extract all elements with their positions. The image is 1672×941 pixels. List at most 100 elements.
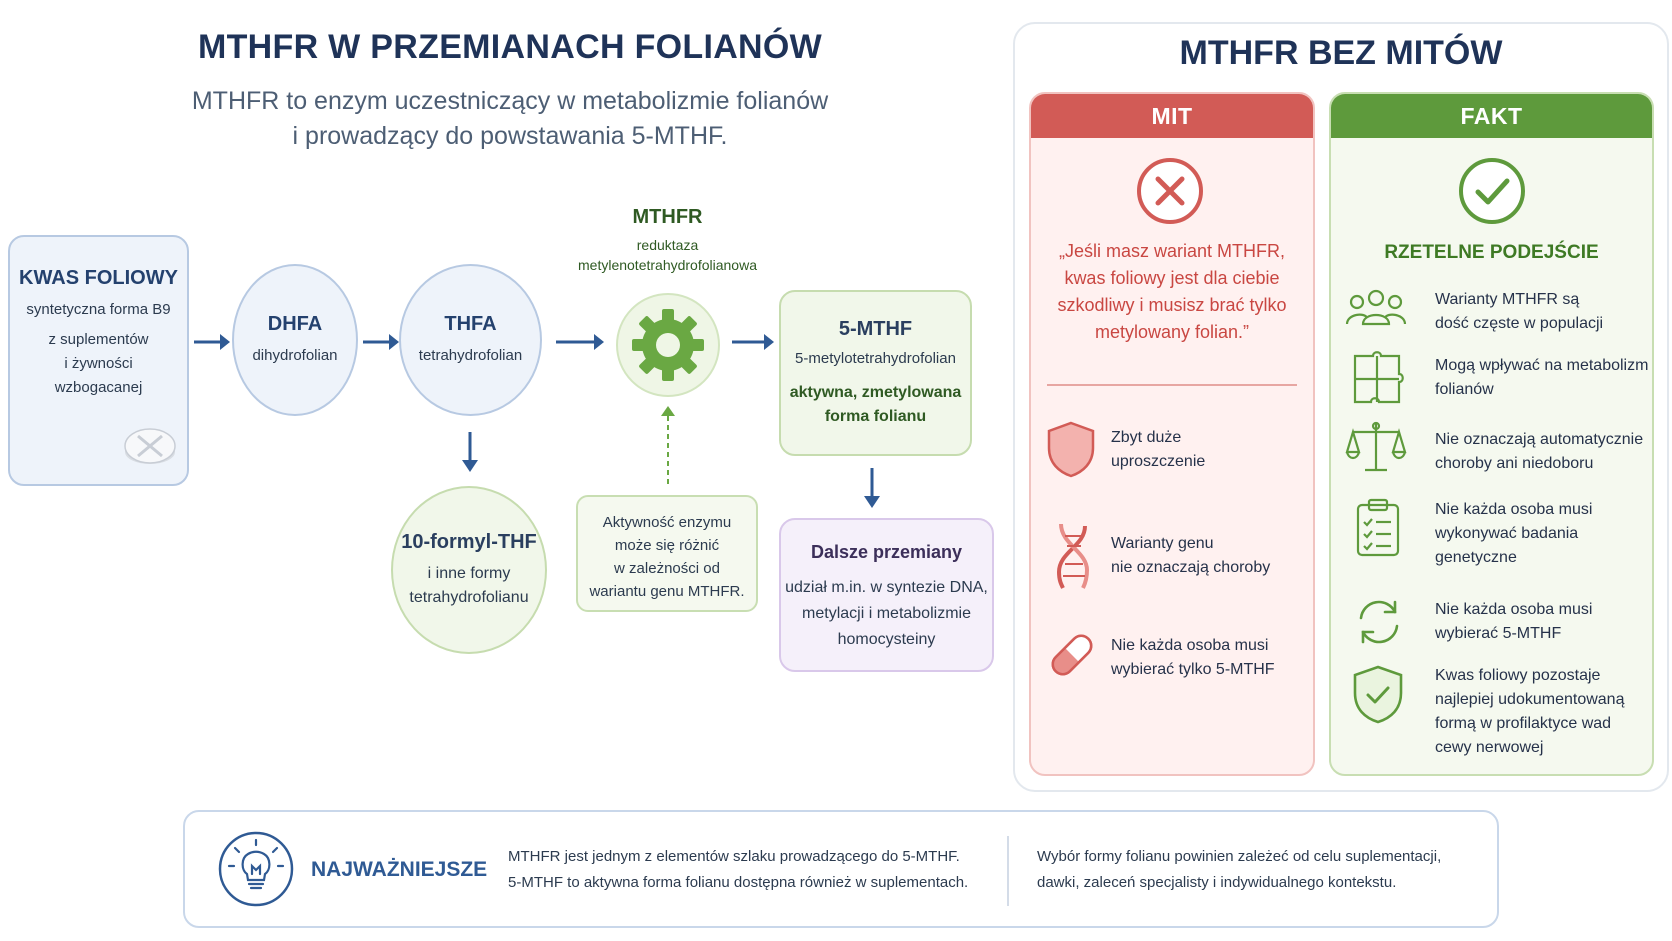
mthf-title: 5-MTHF [838, 318, 913, 340]
folic-acid-line: wzbogacanej [54, 379, 143, 396]
dhfa-subtitle: dihydrofolian [252, 346, 338, 364]
summary-divider [1007, 836, 1009, 906]
myth-item-line: Nie każda osoba musi [1111, 637, 1269, 654]
summary-box: NAJWAŻNIEJSZE MTHFR jest jednym z elemen… [183, 810, 1499, 928]
folic-acid-line: z suplementów [48, 331, 149, 348]
fact-item-line: Mogą wpływać na metabolizm [1435, 357, 1649, 374]
folic-acid-line: syntetyczna forma B9 [26, 301, 171, 318]
myth-item: Zbyt duże uproszczenie [1045, 420, 1305, 480]
page-subtitle: MTHFR to enzym uczestniczący w metaboliz… [130, 84, 890, 154]
gear-icon [632, 309, 704, 381]
further-title: Dalsze przemiany [810, 542, 963, 562]
lightbulb-icon [218, 831, 294, 907]
fact-item-line: Nie każda osoba musi [1435, 501, 1593, 518]
fact-item: Warianty MTHFR są dość częste w populacj… [1345, 284, 1650, 334]
summary-line: dawki, zaleceń specjalisty i indywidualn… [1037, 874, 1397, 891]
enzyme-title: MTHFR [632, 206, 703, 228]
activity-line: w zależności od [614, 560, 720, 577]
people-icon [1345, 289, 1407, 326]
dhfa-node: DHFA dihydrofolian [232, 264, 358, 416]
myth-quote-line: szkodliwy i musisz brać tylko [1057, 295, 1287, 315]
thfa-subtitle: tetrahydrofolian [418, 346, 523, 364]
fact-item-line: dość częste w populacji [1435, 315, 1604, 332]
further-box: Dalsze przemiany udział m.in. w syntezie… [779, 518, 994, 672]
myth-item-line: Zbyt duże [1111, 429, 1182, 446]
fact-subheader: RZETELNE PODEJŚCIE [1384, 242, 1599, 263]
folic-acid-title: KWAS FOLIOWY [19, 267, 178, 289]
further-line: metylacji i metabolizmie [802, 605, 971, 622]
summary-line: Wybór formy folianu powinien zależeć od … [1037, 848, 1442, 865]
fact-item-line: wykonywać badania [1435, 525, 1579, 542]
myth-item: Nie każda osoba musi wybierać tylko 5-MT… [1045, 628, 1313, 688]
fact-item-line: folianów [1435, 381, 1494, 398]
subtitle-line: MTHFR to enzym uczestniczący w metaboliz… [191, 87, 829, 115]
scales-icon [1345, 421, 1407, 472]
fact-item: Mogą wpływać na metabolizm folianów [1345, 350, 1650, 410]
myth-item-line: nie oznaczają choroby [1111, 559, 1271, 576]
arrow-right-icon [732, 334, 774, 350]
activity-note-box: Aktywność enzymu może się różnić w zależ… [576, 495, 758, 612]
myth-item-line: wybierać tylko 5-MTHF [1111, 661, 1275, 678]
shield-check-icon [1353, 665, 1403, 724]
fact-item-line: cewy nerwowej [1435, 739, 1544, 756]
mthf-line: forma folianu [824, 408, 927, 425]
myth-item-line: Warianty genu [1111, 535, 1214, 552]
folic-acid-line: i żywności [64, 355, 133, 372]
activity-line: może się różnić [614, 537, 720, 554]
clipboard-icon [1356, 498, 1400, 557]
fact-item-line: Nie każda osoba musi [1435, 601, 1593, 618]
puzzle-icon [1353, 351, 1404, 404]
summary-line: 5-MTHF to aktywna forma folianu dostępna… [508, 874, 969, 891]
fact-item-line: Nie oznaczają automatycznie [1435, 431, 1644, 448]
myth-item-line: uproszczenie [1111, 453, 1206, 470]
check-circle-icon [1459, 158, 1525, 224]
activity-line: wariantu genu MTHFR. [589, 583, 745, 600]
fact-item-line: formą w profilaktyce wad [1435, 715, 1612, 732]
formyl-line: tetrahydrofolianu [409, 588, 529, 606]
dhfa-title: DHFA [267, 312, 323, 335]
fact-item-line: Kwas foliowy pozostaje [1435, 667, 1601, 684]
arrow-right-icon [363, 334, 399, 350]
mthf-line: aktywna, zmetylowana [789, 384, 962, 401]
mthf-box: 5-MTHF 5-metylotetrahydrofolian aktywna,… [779, 290, 972, 456]
fact-item: Kwas foliowy pozostaje najlepiej udokume… [1345, 664, 1650, 764]
myth-column-header: MIT [1031, 94, 1313, 138]
myth-quote-line: kwas foliowy jest dla ciebie [1064, 268, 1280, 288]
myth-column: MIT „Jeśli masz wariant MTHFR, kwas foli… [1029, 92, 1315, 776]
myth-item: Warianty genu nie oznaczają choroby [1045, 522, 1305, 592]
shield-icon [1047, 421, 1095, 478]
fact-item-line: najlepiej udokumentowaną [1435, 691, 1625, 708]
dashed-arrow-icon [661, 406, 675, 488]
enzyme-node [616, 293, 720, 397]
pill-icon [124, 428, 176, 464]
fact-item: Nie każda osoba musi wybierać 5-MTHF [1345, 596, 1650, 652]
further-line: homocysteiny [837, 631, 936, 648]
arrow-right-icon [194, 334, 230, 350]
capsule-icon [1051, 634, 1093, 676]
mthf-subtitle: 5-metylotetrahydrofolian [795, 350, 956, 367]
formyl-line: i inne formy [427, 564, 511, 582]
myth-quote: „Jeśli masz wariant MTHFR, kwas foliowy … [1031, 238, 1313, 346]
fact-column-header: FAKT [1331, 94, 1652, 138]
thfa-node: THFA tetrahydrofolian [399, 264, 542, 416]
refresh-icon [1359, 600, 1399, 644]
arrow-down-icon [462, 432, 478, 472]
fact-item: Nie oznaczają automatycznie choroby ani … [1345, 420, 1650, 480]
myth-panel-title: MTHFR BEZ MITÓW [1179, 34, 1503, 72]
fact-item-line: Warianty MTHFR są [1435, 291, 1580, 308]
further-line: udział m.in. w syntezie DNA, [785, 579, 988, 596]
folic-acid-box: KWAS FOLIOWY syntetyczna forma B9 z supl… [8, 235, 189, 486]
summary-line: MTHFR jest jednym z elementów szlaku pro… [508, 848, 960, 865]
enzyme-label: MTHFR reduktaza metylenotetrahydrofolian… [560, 206, 775, 273]
fact-item-line: choroby ani niedoboru [1435, 455, 1594, 472]
page-title: MTHFR W PRZEMIANACH FOLIANÓW [197, 28, 823, 66]
myth-quote-line: metylowany folian.” [1094, 322, 1250, 342]
enzyme-line: reduktaza [636, 237, 699, 253]
fact-item-line: wybierać 5-MTHF [1435, 625, 1562, 642]
arrow-right-icon [556, 334, 604, 350]
enzyme-line: metylenotetrahydrofolianowa [578, 257, 757, 273]
summary-label: NAJWAŻNIEJSZE [311, 858, 488, 881]
fact-column: FAKT RZETELNE PODEJŚCIE Warianty MTHFR s… [1329, 92, 1654, 776]
fact-item: Nie każda osoba musi wykonywać badania g… [1345, 498, 1650, 574]
dna-icon [1056, 523, 1090, 589]
